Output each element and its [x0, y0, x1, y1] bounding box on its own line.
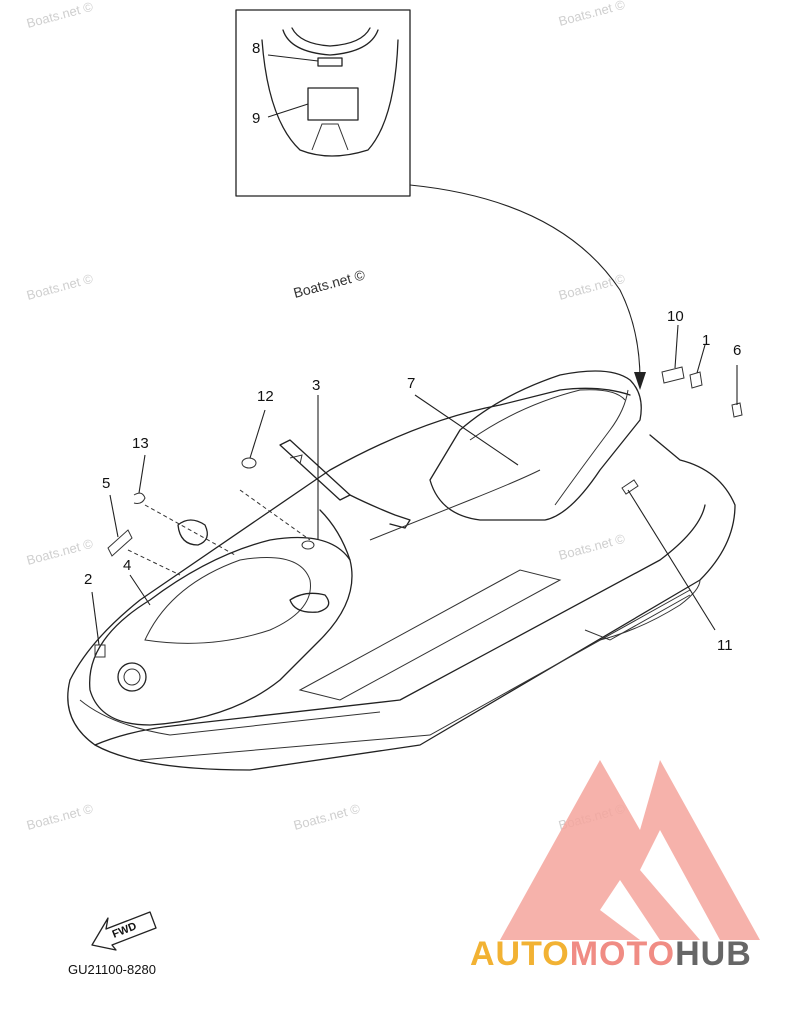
callout-13: 13 — [132, 435, 149, 452]
footwell-edge — [369, 469, 541, 541]
seat — [429, 370, 642, 521]
leader-12-dashed — [239, 489, 311, 541]
leader-10 — [674, 324, 679, 369]
callout-5: 5 — [102, 475, 110, 492]
brand-logo-icon — [500, 760, 760, 940]
leader-4 — [129, 574, 151, 606]
label-5 — [107, 529, 133, 557]
leader-2 — [91, 591, 100, 646]
hull-chine — [139, 589, 691, 761]
gunwale — [94, 504, 706, 746]
watermark-text: Boats.net © — [25, 0, 95, 31]
leader-5-dashed — [127, 549, 181, 576]
callout-3: 3 — [312, 377, 320, 394]
inset-handle-inner — [291, 27, 371, 47]
leader-11 — [627, 489, 716, 631]
reference-arrow-head — [634, 372, 646, 390]
brand-name: AUTOMOTOHUB — [470, 935, 752, 973]
brand-name-part2: MOTO — [570, 935, 675, 973]
part-code: GU21100-8280 — [68, 962, 156, 977]
watermark-text: Boats.net © — [25, 801, 95, 833]
watermark-text: Boats.net © — [292, 801, 362, 833]
callout-1: 1 — [702, 332, 710, 349]
footwell — [298, 569, 562, 701]
label-2 — [94, 644, 106, 658]
brand-name-part1: AUTO — [470, 935, 570, 973]
watermark-text: Boats.net © — [25, 271, 95, 303]
seat-seam — [469, 389, 626, 441]
tow-eye — [117, 662, 147, 692]
label-10 — [661, 366, 685, 384]
brand-name-part3: HUB — [675, 935, 752, 973]
inset-frame — [235, 9, 411, 197]
reference-arrow-line — [409, 184, 641, 381]
leader-lines — [91, 324, 738, 646]
inset-hull — [261, 39, 399, 157]
label-11 — [621, 479, 639, 495]
leader-13 — [138, 454, 146, 494]
callouts: 1 2 3 4 5 6 7 10 11 12 13 — [84, 308, 741, 654]
tow-eye-inner — [123, 668, 141, 686]
callout-10: 10 — [667, 308, 684, 325]
reference-arrow — [409, 184, 646, 390]
inset-label-8 — [317, 57, 343, 67]
fwd-label: FWD — [111, 920, 139, 941]
callout-9: 9 — [252, 110, 260, 127]
fwd-arrow-icon — [91, 911, 157, 951]
callout-12: 12 — [257, 388, 274, 405]
inset-detail: 8 9 — [235, 9, 411, 197]
label-13 — [133, 492, 146, 504]
label-3 — [301, 540, 315, 550]
leader-9 — [267, 103, 309, 118]
leader-12 — [249, 409, 266, 459]
leader-8 — [267, 54, 319, 62]
leader-7 — [414, 394, 519, 466]
sponson-inner — [584, 594, 691, 641]
rub-rail — [79, 699, 381, 736]
brand-logo: AUTOMOTOHUB — [470, 760, 760, 973]
callout-11: 11 — [717, 637, 733, 654]
leader-1 — [696, 344, 706, 374]
inset-label-9 — [307, 87, 359, 121]
left-mirror — [177, 519, 208, 546]
watermark-text: Boats.net © — [557, 271, 627, 303]
seat-side — [554, 389, 629, 506]
handlebar-right — [349, 494, 411, 529]
leader-13-dashed — [144, 504, 236, 556]
callout-7: 7 — [407, 375, 415, 392]
steering-column — [319, 509, 351, 561]
hood-panel — [144, 557, 311, 644]
callout-4: 4 — [123, 557, 131, 574]
callout-8: 8 — [252, 40, 260, 57]
deck-edge — [69, 387, 631, 681]
hull-outline — [67, 434, 736, 771]
watermark-text: Boats.net © — [25, 536, 95, 568]
inset-step — [311, 123, 349, 151]
fwd-arrow: FWD — [91, 911, 157, 951]
inset-handle — [282, 29, 379, 56]
watermark-text-center: Boats.net © — [292, 266, 368, 301]
watermark-text: Boats.net © — [557, 0, 627, 29]
watercraft-body — [67, 366, 743, 771]
label-12 — [241, 457, 257, 469]
right-mirror — [289, 592, 330, 613]
handlebar-lever — [289, 454, 303, 465]
callout-2: 2 — [84, 571, 92, 588]
leader-5 — [109, 494, 119, 538]
label-6 — [731, 402, 743, 418]
label-1 — [689, 371, 703, 389]
callout-6: 6 — [733, 342, 741, 359]
handlebar-left — [279, 439, 351, 501]
watermark-text: Boats.net © — [557, 531, 627, 563]
